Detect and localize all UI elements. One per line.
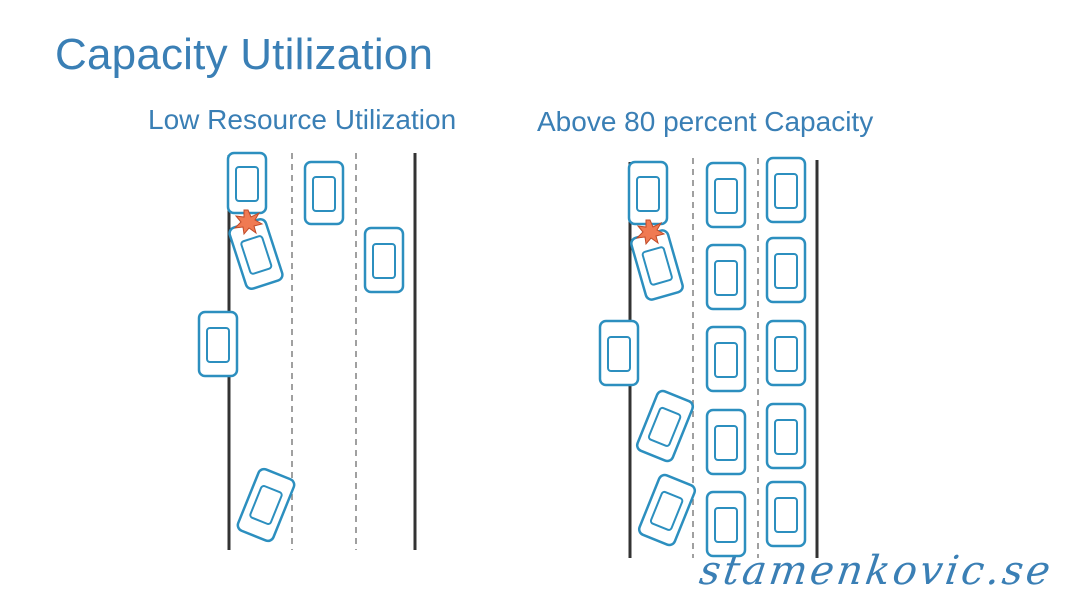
car	[705, 408, 747, 476]
car	[765, 319, 807, 387]
cars-high-capacity	[598, 156, 807, 558]
crash-burst-icon	[635, 219, 666, 246]
car	[236, 467, 296, 543]
car-crashed	[228, 218, 284, 290]
car	[765, 480, 807, 548]
panel-title-high-capacity: Above 80 percent Capacity	[537, 106, 874, 137]
slide-title: Capacity Utilization	[55, 30, 434, 79]
car	[598, 319, 640, 387]
cars-low-utilization	[197, 151, 405, 543]
car	[765, 402, 807, 470]
car	[197, 310, 239, 378]
car	[705, 490, 747, 558]
car	[705, 325, 747, 393]
car	[637, 473, 697, 547]
car	[705, 243, 747, 311]
signature-watermark: stamenkovic.se	[696, 548, 1057, 594]
car	[363, 226, 405, 294]
panel-title-low-utilization: Low Resource Utilization	[148, 104, 457, 135]
car	[765, 236, 807, 304]
crash-burst-icon	[233, 209, 264, 236]
car	[627, 160, 669, 226]
car	[226, 151, 268, 215]
car	[303, 160, 345, 226]
car	[705, 161, 747, 229]
car	[635, 389, 695, 463]
car	[765, 156, 807, 224]
